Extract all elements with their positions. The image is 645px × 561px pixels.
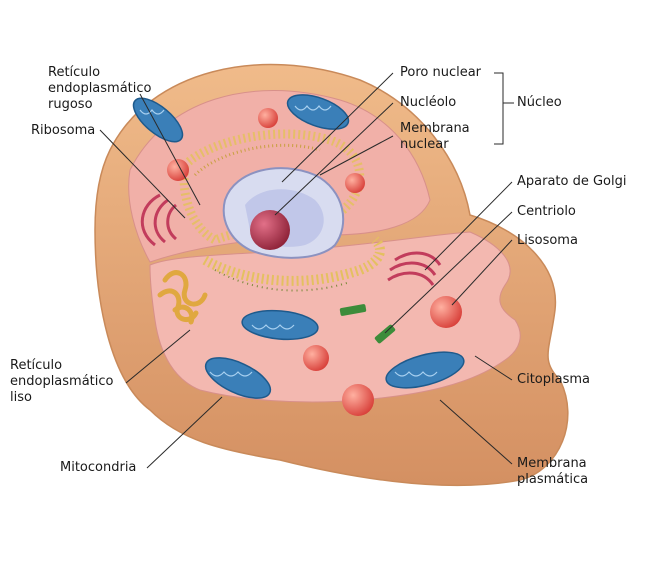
nucleolus	[250, 210, 290, 250]
rough-er	[179, 129, 385, 292]
centrioles	[339, 304, 396, 344]
label-ribosoma: Ribosoma	[31, 123, 96, 138]
lysosomes	[167, 108, 462, 416]
label-poro-nuclear: Poro nuclear	[400, 65, 482, 80]
label-centriolo: Centriolo	[517, 204, 576, 219]
smooth-er	[157, 270, 208, 325]
label-reticulo-rugoso: Retículo endoplasmático rugoso	[48, 65, 152, 112]
label-nucleolo: Nucléolo	[400, 95, 457, 110]
label-aparato-golgi: Aparato de Golgi	[517, 174, 627, 189]
golgi-group	[140, 193, 442, 286]
label-membrana-plasmatica: Membrana plasmática	[517, 456, 589, 487]
label-citoplasma: Citoplasma	[517, 372, 590, 387]
label-reticulo-liso: Retículo endoplasmático liso	[10, 358, 114, 405]
leader-lines	[99, 72, 514, 469]
label-membrana-nuclear: Membrana nuclear	[400, 121, 470, 152]
label-mitocondria: Mitocondria	[60, 460, 137, 475]
label-nucleo: Núcleo	[517, 95, 562, 110]
label-lisosoma: Lisosoma	[517, 233, 578, 248]
